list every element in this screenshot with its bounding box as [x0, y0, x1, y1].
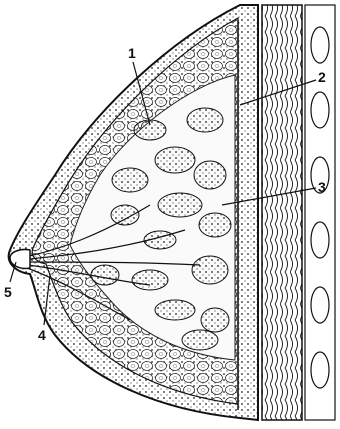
- label-1: 1: [128, 45, 136, 61]
- pectoral-muscle: [262, 5, 302, 420]
- label-3: 3: [318, 179, 326, 195]
- label-4: 4: [38, 327, 46, 343]
- label-5: 5: [4, 284, 12, 300]
- label-2: 2: [318, 69, 326, 85]
